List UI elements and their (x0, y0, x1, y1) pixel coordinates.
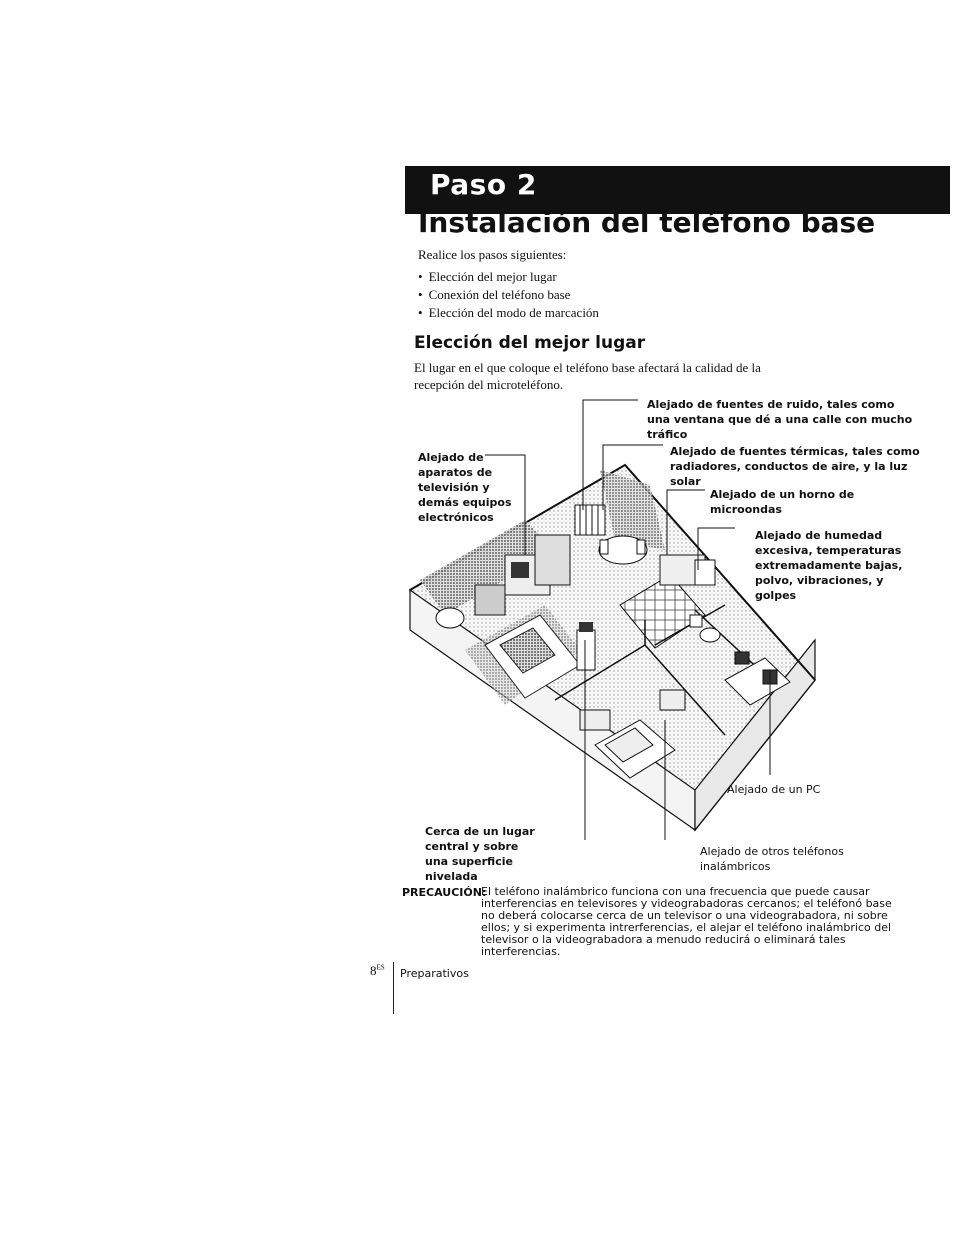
callout-thermal: Alejado de fuentes térmicas, tales como … (670, 445, 920, 488)
step-item: Conexión del teléfono base (418, 286, 571, 303)
intro-text: Realice los pasos siguientes: (418, 247, 567, 262)
callout-noise: Alejado de fuentes de ruido, tales como … (647, 398, 913, 441)
page-title: Instalación del teléfono base (418, 206, 876, 239)
callout-tv: Alejado de aparatos de televisión y demá… (418, 451, 512, 524)
section-heading: Elección del mejor lugar (414, 333, 646, 353)
footer-section: Preparativos (400, 967, 469, 980)
footer-divider (393, 962, 394, 1014)
caution-text: El teléfono inalámbrico funciona con una… (481, 885, 892, 958)
callout-pc: Alejado de un PC (727, 783, 821, 796)
step-label: Paso 2 (430, 168, 537, 201)
caution-label: PRECAUCIÓN: (402, 886, 487, 899)
callout-humidity: Alejado de humedad excesiva, temperatura… (755, 529, 903, 602)
callout-microwave: Alejado de un horno de microondas (710, 488, 855, 516)
callout-other-phones: Alejado de otros teléfonos inalámbricos (700, 845, 844, 873)
section-body: El lugar en el que coloque el teléfono b… (414, 360, 761, 392)
step-item: Elección del modo de marcación (418, 304, 599, 321)
step-item: Elección del mejor lugar (418, 268, 557, 285)
page-suffix: ES (376, 963, 385, 972)
page-number: 8ES (370, 963, 385, 978)
step-banner (405, 166, 950, 214)
floor-plan-illustration (408, 399, 816, 840)
callout-central: Cerca de un lugar central y sobre una su… (425, 825, 535, 883)
